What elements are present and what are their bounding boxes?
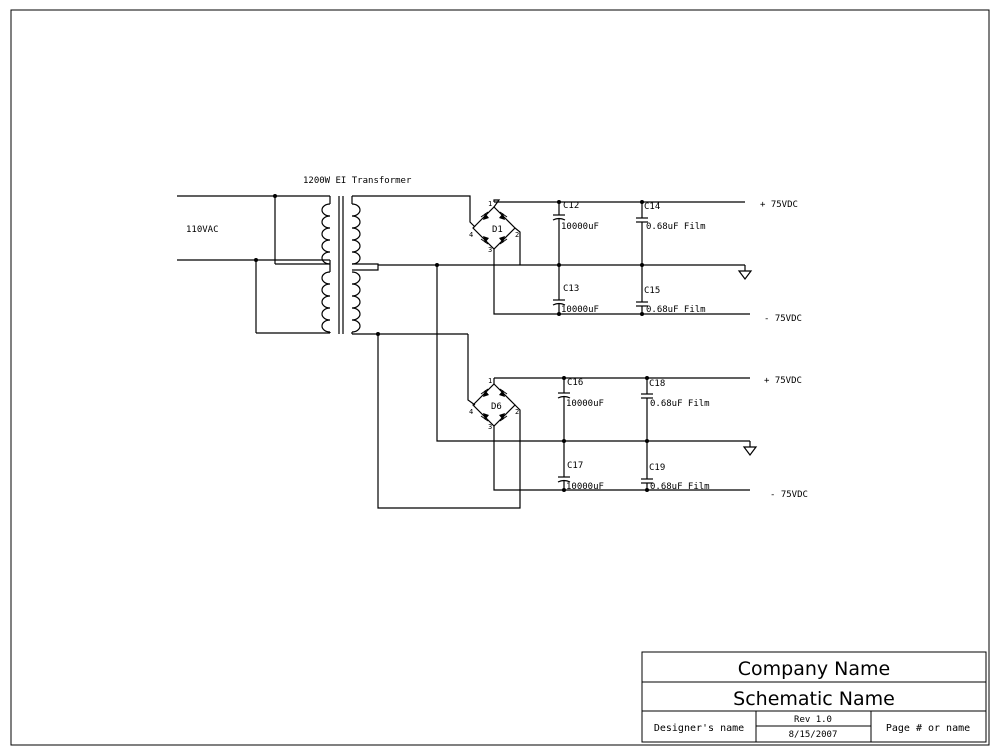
rail-top-positive: + 75VDC: [760, 200, 798, 210]
date: 8/15/2007: [789, 730, 838, 740]
transformer: 1200W EI Transformer: [303, 176, 412, 334]
svg-text:C14: C14: [644, 202, 660, 212]
input-voltage-label: 110VAC: [186, 225, 219, 235]
capacitor-c16: C16 10000uF: [557, 376, 604, 441]
secondary-coil-lower: [351, 271, 361, 333]
primary-wiring: 110VAC: [177, 194, 331, 334]
primary-coil-upper: [321, 203, 331, 265]
capacitor-c14: C14 0.68uF Film: [636, 200, 706, 265]
capacitor-c12: C12 10000uF: [552, 200, 599, 265]
svg-text:C19: C19: [649, 463, 665, 473]
secondary-coil-upper: [351, 203, 361, 265]
ground-icon: [742, 441, 758, 456]
svg-text:2: 2: [515, 231, 519, 239]
rail-bottom-negative: - 75VDC: [770, 490, 808, 500]
secondary-wiring: [351, 195, 750, 509]
svg-text:C15: C15: [644, 286, 660, 296]
svg-text:C12: C12: [563, 201, 579, 211]
capacitor-c19: C19 0.68uF Film: [641, 439, 710, 492]
svg-text:0.68uF Film: 0.68uF Film: [646, 222, 706, 232]
company-name: Company Name: [738, 658, 890, 680]
svg-text:1: 1: [488, 377, 492, 385]
svg-text:10000uF: 10000uF: [566, 399, 604, 409]
capacitor-c15: C15 0.68uF Film: [636, 263, 706, 316]
bridge-d1-ref: D1: [492, 225, 503, 235]
svg-text:0.68uF Film: 0.68uF Film: [650, 399, 710, 409]
svg-text:4: 4: [469, 231, 473, 239]
designer-name: Designer's name: [654, 723, 744, 734]
rail-bottom-positive: + 75VDC: [764, 376, 802, 386]
bridge-rectifier-d1: D1 1 2 3 4: [469, 199, 750, 315]
sheet-border: [10, 9, 990, 746]
svg-text:C18: C18: [649, 379, 665, 389]
bridge-rectifier-d6: D6 1 2 3 4: [469, 377, 750, 491]
svg-text:0.68uF Film: 0.68uF Film: [650, 482, 710, 492]
svg-text:3: 3: [488, 246, 492, 254]
title-block: Company Name Schematic Name Designer's n…: [641, 651, 987, 743]
transformer-label: 1200W EI Transformer: [303, 176, 412, 186]
svg-text:10000uF: 10000uF: [561, 222, 599, 232]
svg-text:10000uF: 10000uF: [566, 482, 604, 492]
svg-text:4: 4: [469, 408, 473, 416]
capacitor-c18: C18 0.68uF Film: [641, 376, 710, 441]
svg-text:C16: C16: [567, 378, 583, 388]
primary-coil-lower: [321, 271, 331, 333]
revision: Rev 1.0: [794, 715, 832, 725]
capacitor-c17: C17 10000uF: [557, 439, 604, 492]
svg-text:10000uF: 10000uF: [561, 305, 599, 315]
svg-text:C13: C13: [563, 284, 579, 294]
svg-text:2: 2: [515, 408, 519, 416]
capacitor-c13: C13 10000uF: [552, 263, 599, 316]
rail-top-negative: - 75VDC: [764, 314, 802, 324]
schematic-name: Schematic Name: [733, 688, 895, 710]
ground-icon: [737, 265, 753, 280]
svg-text:3: 3: [488, 423, 492, 431]
bridge-d6-ref: D6: [491, 402, 502, 412]
page-number: Page # or name: [886, 723, 970, 734]
svg-text:0.68uF Film: 0.68uF Film: [646, 305, 706, 315]
svg-text:C17: C17: [567, 461, 583, 471]
svg-text:1: 1: [488, 200, 492, 208]
